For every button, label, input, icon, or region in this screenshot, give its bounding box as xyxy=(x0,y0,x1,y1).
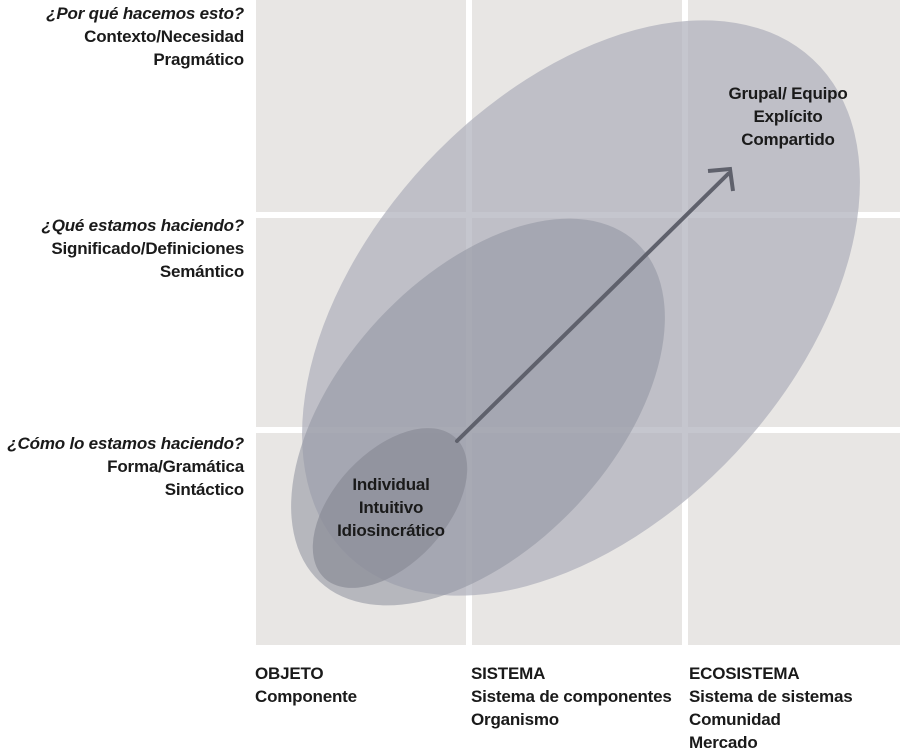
start-label-idiosyncratic: Idiosincrático xyxy=(337,521,445,540)
start-label: Individual Intuitivo Idiosincrático xyxy=(337,473,445,542)
row-line-meaning: Significado/Definiciones xyxy=(51,239,244,258)
ellipse-inner xyxy=(312,428,468,588)
arrow-head xyxy=(707,166,735,192)
start-label-intuitive: Intuitivo xyxy=(358,498,424,517)
row-line-context: Contexto/Necesidad xyxy=(84,27,244,46)
grid-cell-r2-c2 xyxy=(688,433,900,645)
end-label-shared: Compartido xyxy=(741,130,835,149)
column-label-ecosystem: ECOSISTEMA Sistema de sistemas Comunidad… xyxy=(689,662,853,754)
row-question-what: ¿Qué estamos haciendo? xyxy=(41,216,245,235)
arrow-shaft xyxy=(455,172,730,443)
column-line-component: Componente xyxy=(255,687,357,706)
row-line-semantic: Semántico xyxy=(159,262,244,281)
column-line-organism: Organismo xyxy=(471,710,559,729)
row-label-why: ¿Por qué hacemos esto? Contexto/Necesida… xyxy=(46,2,244,71)
column-line-component-system: Sistema de componentes xyxy=(471,687,672,706)
column-title-ecosystem: ECOSISTEMA xyxy=(689,664,800,683)
row-line-syntactic: Sintáctico xyxy=(164,480,244,499)
column-line-market: Mercado xyxy=(689,733,758,752)
row-question-how: ¿Cómo lo estamos haciendo? xyxy=(7,434,244,453)
column-title-system: SISTEMA xyxy=(471,664,546,683)
column-line-system-of-systems: Sistema de sistemas xyxy=(689,687,853,706)
column-label-object: OBJETO Componente xyxy=(255,662,357,708)
row-label-how: ¿Cómo lo estamos haciendo? Forma/Gramáti… xyxy=(7,432,244,501)
row-line-pragmatic: Pragmático xyxy=(153,50,244,69)
start-label-individual: Individual xyxy=(352,475,430,494)
column-title-object: OBJETO xyxy=(255,664,324,683)
row-label-what: ¿Qué estamos haciendo? Significado/Defin… xyxy=(41,214,245,283)
progress-arrow xyxy=(455,166,735,443)
end-label: Grupal/ Equipo Explícito Compartido xyxy=(728,82,847,151)
column-line-community: Comunidad xyxy=(689,710,781,729)
end-label-group: Grupal/ Equipo xyxy=(728,84,848,103)
row-question-why: ¿Por qué hacemos esto? xyxy=(46,4,244,23)
end-label-explicit: Explícito xyxy=(753,107,823,126)
column-label-system: SISTEMA Sistema de componentes Organismo xyxy=(471,662,672,731)
row-line-form: Forma/Gramática xyxy=(107,457,244,476)
